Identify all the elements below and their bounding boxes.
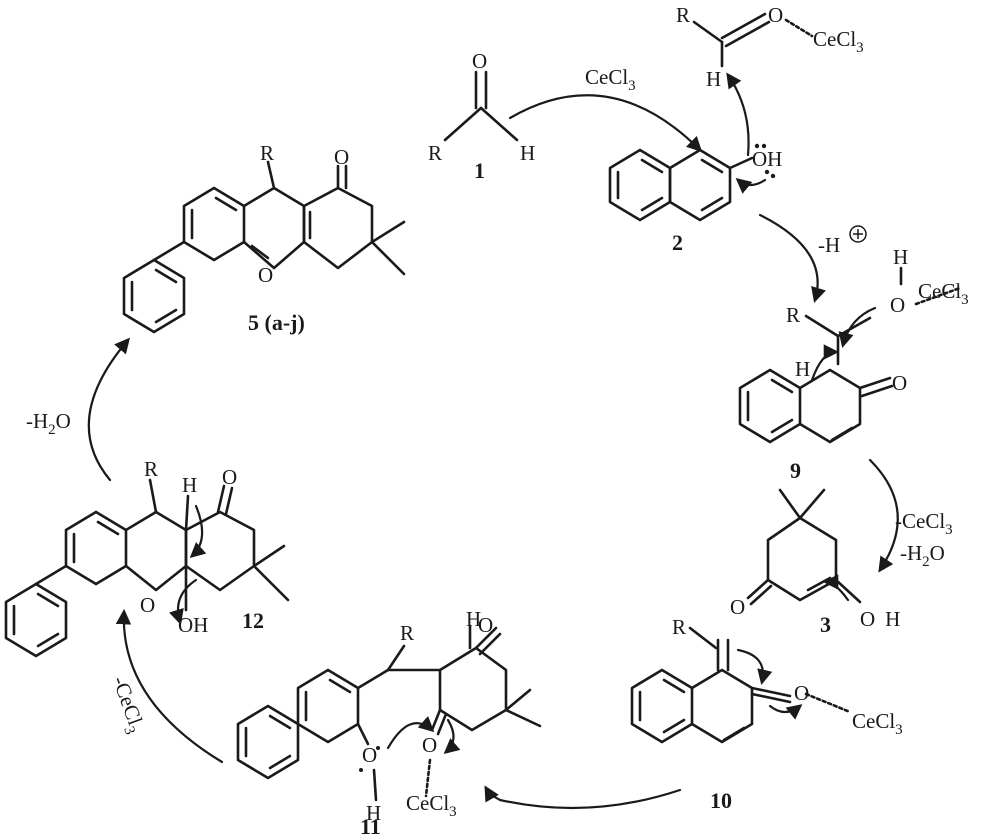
aldehyde-oxygen: O <box>472 49 487 73</box>
arrow-int10-2 <box>768 704 803 720</box>
arrow-lone-pair <box>735 178 767 194</box>
arrow-oh-attack <box>726 72 750 157</box>
product-r-group: R <box>260 141 274 165</box>
int12-keto-oxygen: O <box>222 465 237 489</box>
naphthol-oh: OH <box>752 147 782 171</box>
arrow-int10-1 <box>736 648 773 686</box>
compound-10-quinone-methide: R O CeCl3 10 <box>630 615 903 813</box>
arrow-int9-1 <box>838 306 877 348</box>
int11-cecl3: CeCl3 <box>406 791 457 820</box>
compound-2-naphthol: OH 2 <box>608 143 782 255</box>
arrow-1-to-2 <box>508 94 703 153</box>
int9-keto-oxygen: O <box>892 371 907 395</box>
arrow-int9-2 <box>810 344 840 382</box>
arrow-int12-2 <box>169 578 198 625</box>
compound-10-label: 10 <box>710 788 732 813</box>
arrow-12-to-5 <box>87 337 130 482</box>
compound-5-label: 5 (a-j) <box>248 310 305 335</box>
arrow-int11-2 <box>443 718 461 755</box>
int9-r-group: R <box>786 303 800 327</box>
positive-charge-icon <box>849 225 867 243</box>
int10-cecl3: CeCl3 <box>852 709 903 738</box>
catalyst-label: CeCl3 <box>585 65 636 94</box>
aldehyde-hydrogen: H <box>520 141 535 165</box>
int11-keto-oxygen: O <box>478 613 493 637</box>
int10-oxygen: O <box>794 681 809 705</box>
compound-3-label: 3 <box>820 612 831 637</box>
compound-5-product: R O O 5 (a-j) <box>122 141 406 335</box>
compound-11-adduct: R O H H O O CeCl3 11 <box>236 607 542 839</box>
int12-r-group: R <box>144 457 158 481</box>
int11-oh-hydrogen: H <box>366 801 381 825</box>
loss-cecl3-label: -CeCl3 <box>895 509 953 538</box>
dimedone-oxygen: O <box>730 595 745 619</box>
product-keto-oxygen: O <box>334 145 349 169</box>
compound-12-label: 12 <box>242 608 264 633</box>
int9-oh-hydrogen: H <box>893 245 908 269</box>
aldehyde-r-group: R <box>428 141 442 165</box>
int10-r-group: R <box>672 615 686 639</box>
product-ring-oxygen: O <box>258 263 273 287</box>
loss-water-label: -H2O <box>900 541 945 570</box>
arrow-10-to-11 <box>484 785 682 810</box>
int9-oxygen: O <box>890 293 905 317</box>
arrow-int11-1 <box>386 716 435 750</box>
arrow-9-to-10 <box>868 458 899 573</box>
arrow-enol <box>822 574 850 602</box>
activated-oxygen: O <box>768 3 783 27</box>
int12-hydrogen: H <box>182 473 197 497</box>
compound-9-label: 9 <box>790 458 801 483</box>
int9-ring-hydrogen: H <box>795 357 810 381</box>
activated-hydrogen: H <box>706 67 721 91</box>
int12-oh: OH <box>178 613 208 637</box>
activated-r-group: R <box>676 3 690 27</box>
compound-9-intermediate: R H O CeCl3 H O 9 <box>738 245 969 483</box>
loss-water-label-2: -H2O <box>26 409 71 438</box>
compound-2-label: 2 <box>672 230 683 255</box>
loss-cecl3-label-2: -CeCl3 <box>103 673 150 737</box>
int9-cecl3: CeCl3 <box>918 279 969 308</box>
arrow-11-to-12 <box>115 608 224 764</box>
compound-1-label: 1 <box>474 158 485 183</box>
arrow-int12-1 <box>189 504 207 559</box>
int11-oxygen: O <box>362 743 377 767</box>
compound-11-label: 11 <box>360 814 381 839</box>
compound-12-hemiketal: R H O O OH 12 <box>4 457 290 658</box>
arrow-2-to-9 <box>758 213 826 303</box>
int12-ring-oxygen: O <box>140 593 155 617</box>
int11-hydrogen: H <box>466 607 481 631</box>
int11-r-group: R <box>400 621 414 645</box>
compound-1-aldehyde: O R H 1 <box>428 49 535 183</box>
proton-loss-label: -H <box>818 233 840 257</box>
int11-co-oxygen: O <box>422 733 437 757</box>
activated-aldehyde: R O CeCl3 H <box>676 3 864 91</box>
activated-cecl3: CeCl3 <box>813 27 864 56</box>
